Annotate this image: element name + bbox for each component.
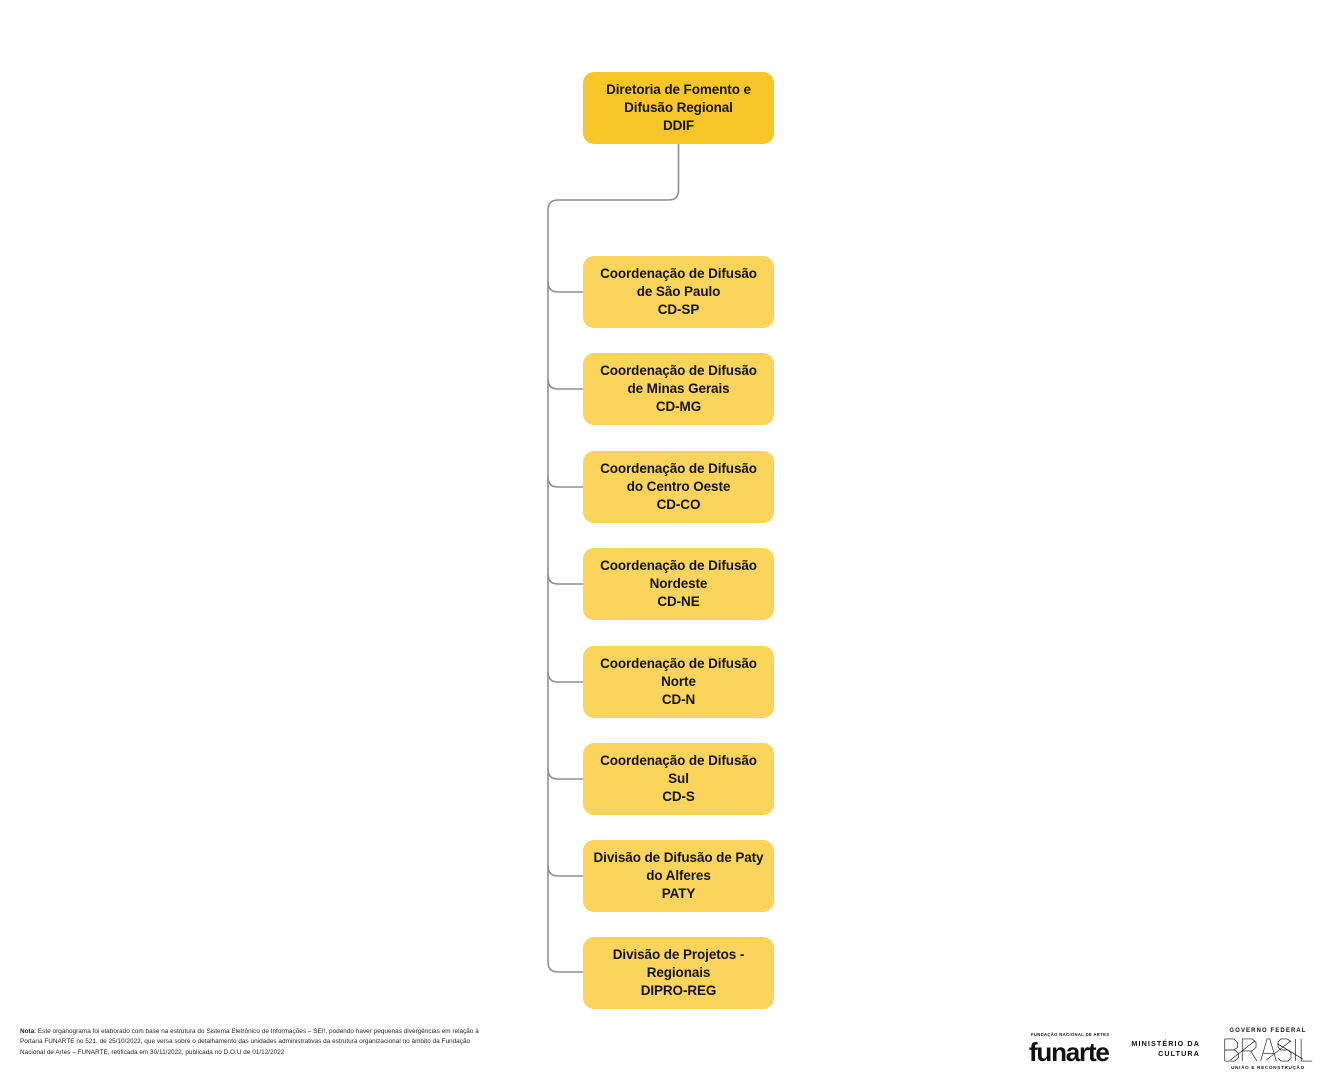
footnote-text: : Este organograma foi elaborado com bas… <box>20 1028 479 1056</box>
connector-branch-4 <box>547 573 583 585</box>
ministry-of-culture-logo: MINISTÉRIO DA CULTURA <box>1131 1039 1200 1060</box>
ministry-line-1: MINISTÉRIO DA <box>1131 1038 1200 1048</box>
footnote: Nota: Este organograma foi elaborado com… <box>20 1027 490 1058</box>
government-bottom-label: UNIÃO E RECONSTRUÇÃO <box>1231 1064 1305 1070</box>
organizational-chart: Diretoria de Fomento e Difusão Regional … <box>547 72 774 1009</box>
government-top-label: GOVERNO FEDERAL <box>1229 1027 1307 1034</box>
connector-branch-3 <box>547 476 583 488</box>
connector-branch-1 <box>547 281 583 293</box>
node-cd-co[interactable]: Coordenação de Difusão do Centro Oeste C… <box>583 451 774 523</box>
connector-branch-2 <box>547 378 583 390</box>
connector-branch-5 <box>547 671 583 683</box>
node-cd-mg[interactable]: Coordenação de Difusão de Minas Gerais C… <box>583 353 774 425</box>
ministry-line-2: CULTURA <box>1158 1049 1200 1058</box>
node-dipro-reg[interactable]: Divisão de Projetos - Regionais DIPRO-RE… <box>583 937 774 1009</box>
connector-branch-6 <box>547 768 583 780</box>
node-cd-s[interactable]: Coordenação de Difusão Sul CD-S <box>583 743 774 815</box>
government-logo: GOVERNO FEDERAL <box>1222 1028 1314 1071</box>
logo-group: FUNDAÇÃO NACIONAL DE ARTES funarte MINIS… <box>1029 1023 1314 1075</box>
funarte-wordmark: funarte <box>1028 1036 1110 1067</box>
footer: Nota: Este organograma foi elaborado com… <box>0 1015 1322 1080</box>
funarte-tagline: FUNDAÇÃO NACIONAL DE ARTES <box>1030 1032 1110 1038</box>
node-paty[interactable]: Divisão de Difusão de Paty do Alferes PA… <box>583 840 774 912</box>
connector-branch-7 <box>547 865 583 877</box>
footnote-label: Nota <box>20 1028 35 1035</box>
brasil-mark-icon <box>1224 1038 1313 1062</box>
funarte-logo: FUNDAÇÃO NACIONAL DE ARTES funarte <box>1028 1032 1110 1067</box>
node-cd-ne[interactable]: Coordenação de Difusão Nordeste CD-NE <box>583 548 774 620</box>
node-cd-sp[interactable]: Coordenação de Difusão de São Paulo CD-S… <box>583 256 774 328</box>
node-ddif[interactable]: Diretoria de Fomento e Difusão Regional … <box>583 72 774 144</box>
node-cd-n[interactable]: Coordenação de Difusão Norte CD-N <box>583 646 774 718</box>
